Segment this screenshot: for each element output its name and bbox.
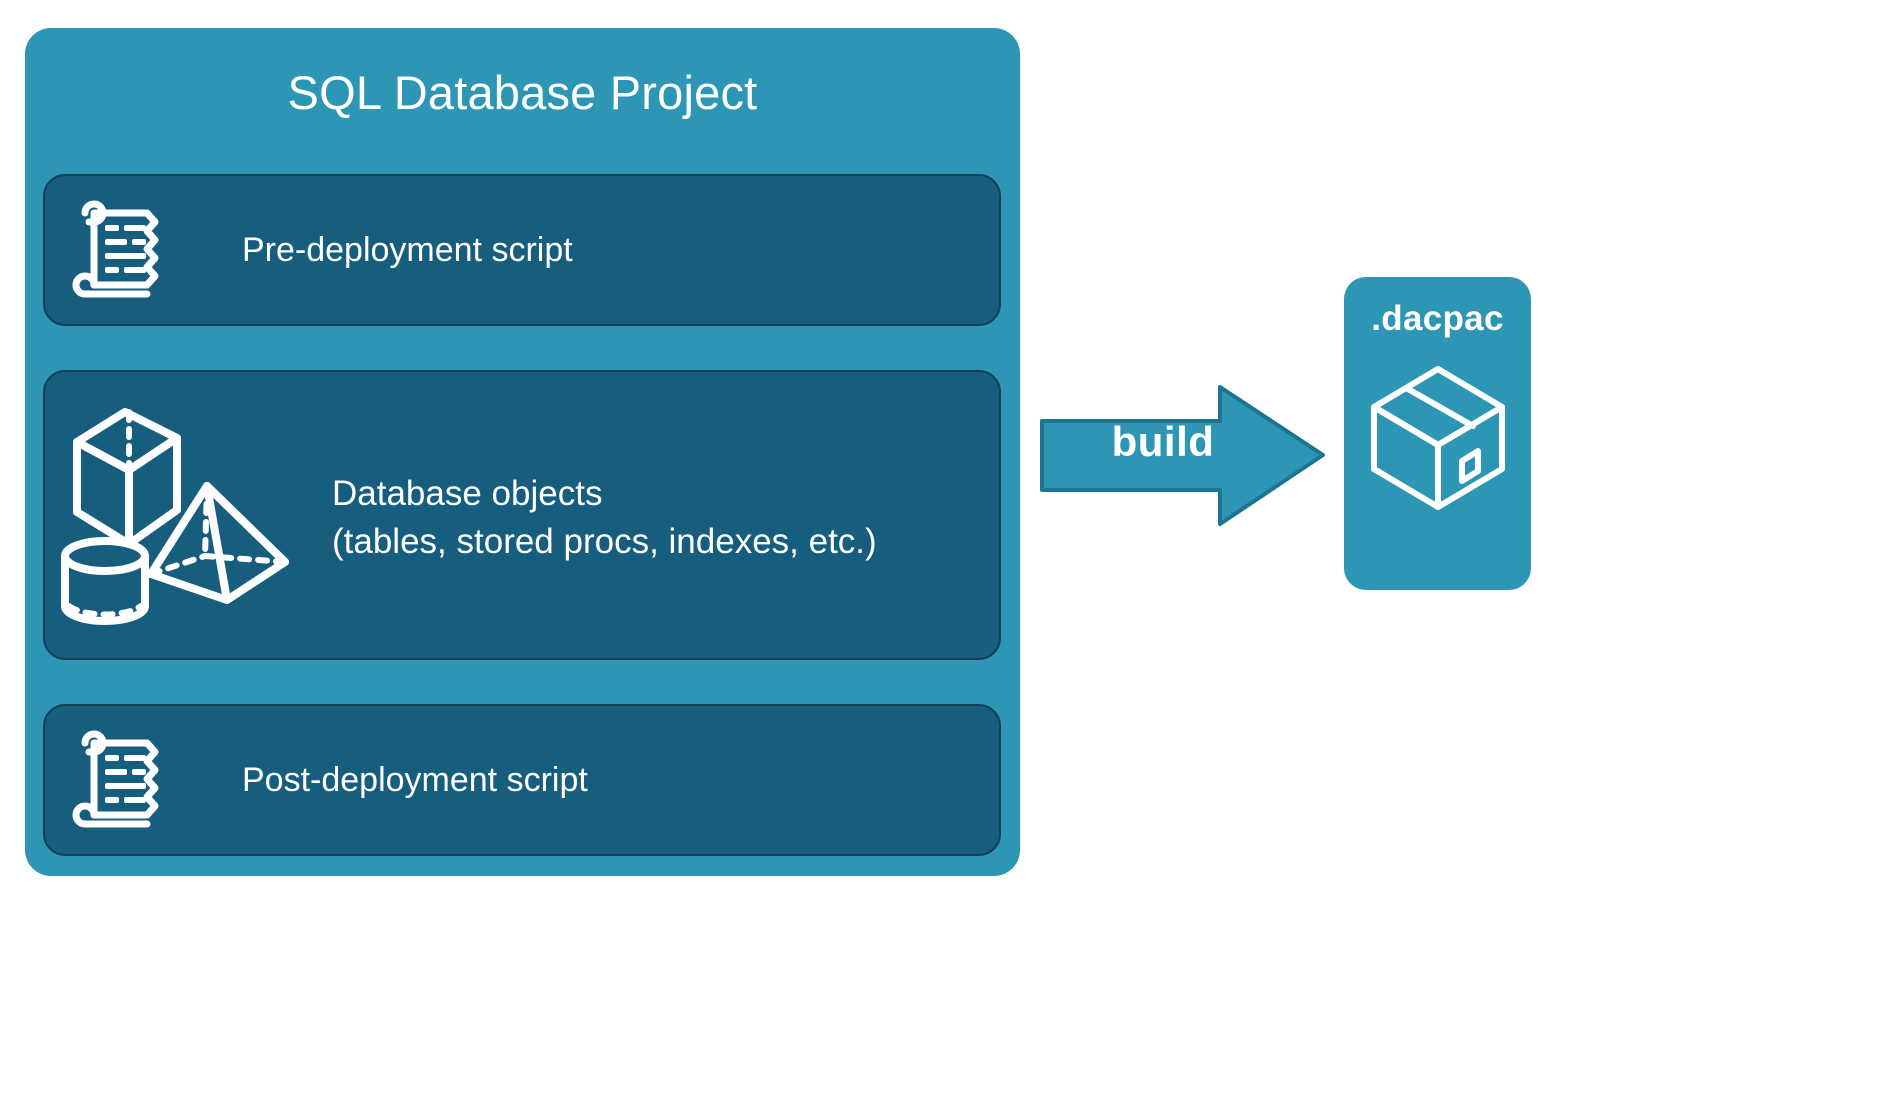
- dacpac-output-box[interactable]: .dacpac: [1344, 277, 1531, 590]
- right-arrow-icon: [1040, 383, 1325, 528]
- card-label: Pre-deployment script: [242, 231, 573, 269]
- card-database-objects[interactable]: Database objects (tables, stored procs, …: [43, 370, 1001, 660]
- scroll-icon: [59, 192, 189, 312]
- database-objects-icon: [55, 394, 295, 639]
- sql-database-project-container: SQL Database Project: [25, 28, 1020, 876]
- card-label: Post-deployment script: [242, 761, 588, 799]
- package-box-icon: [1370, 365, 1506, 511]
- build-label: build: [1111, 418, 1215, 465]
- page-title: SQL Database Project: [287, 66, 758, 119]
- card-label: Database objects (tables, stored procs, …: [332, 474, 877, 562]
- dacpac-label: .dacpac: [1371, 299, 1504, 338]
- card-pre-deployment-script[interactable]: Pre-deployment script: [43, 174, 1001, 326]
- scroll-icon: [59, 722, 189, 842]
- card-post-deployment-script[interactable]: Post-deployment script: [43, 704, 1001, 856]
